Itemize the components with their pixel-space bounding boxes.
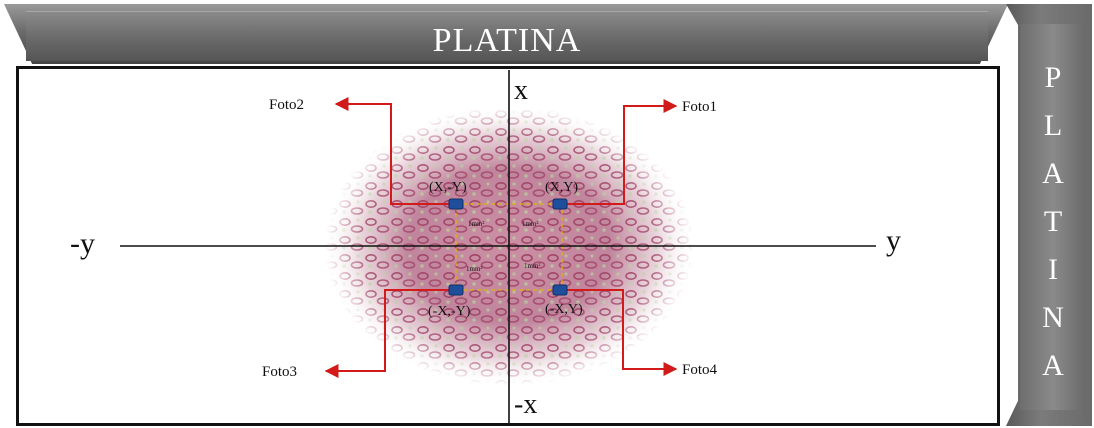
coord-label-q1: (X,Y) bbox=[545, 180, 578, 195]
axis-label-neg-x: -x bbox=[514, 389, 537, 420]
label-foto4: Foto4 bbox=[682, 362, 718, 378]
coord-label-q2: (X,-Y) bbox=[429, 180, 467, 195]
marker-q4 bbox=[553, 285, 567, 295]
marker-q1 bbox=[553, 199, 567, 209]
coord-label-q3: (-X,-Y) bbox=[428, 304, 471, 319]
area-label-q1: 1mm² bbox=[522, 220, 539, 228]
area-label-q4: 1mm² bbox=[524, 262, 541, 270]
marker-q3 bbox=[449, 285, 463, 295]
axis-label-y: y bbox=[886, 224, 901, 257]
label-foto1: Foto1 bbox=[682, 99, 717, 115]
area-label-q2: 1mm² bbox=[468, 220, 485, 228]
label-foto2: Foto2 bbox=[269, 97, 304, 113]
coord-label-q4: (-X,Y) bbox=[545, 302, 583, 317]
label-foto3: Foto3 bbox=[262, 364, 297, 380]
marker-q2 bbox=[449, 199, 463, 209]
axis-label-x: x bbox=[514, 75, 528, 106]
area-label-q3: 1mm² bbox=[466, 265, 483, 273]
axis-label-neg-y: -y bbox=[70, 227, 95, 260]
